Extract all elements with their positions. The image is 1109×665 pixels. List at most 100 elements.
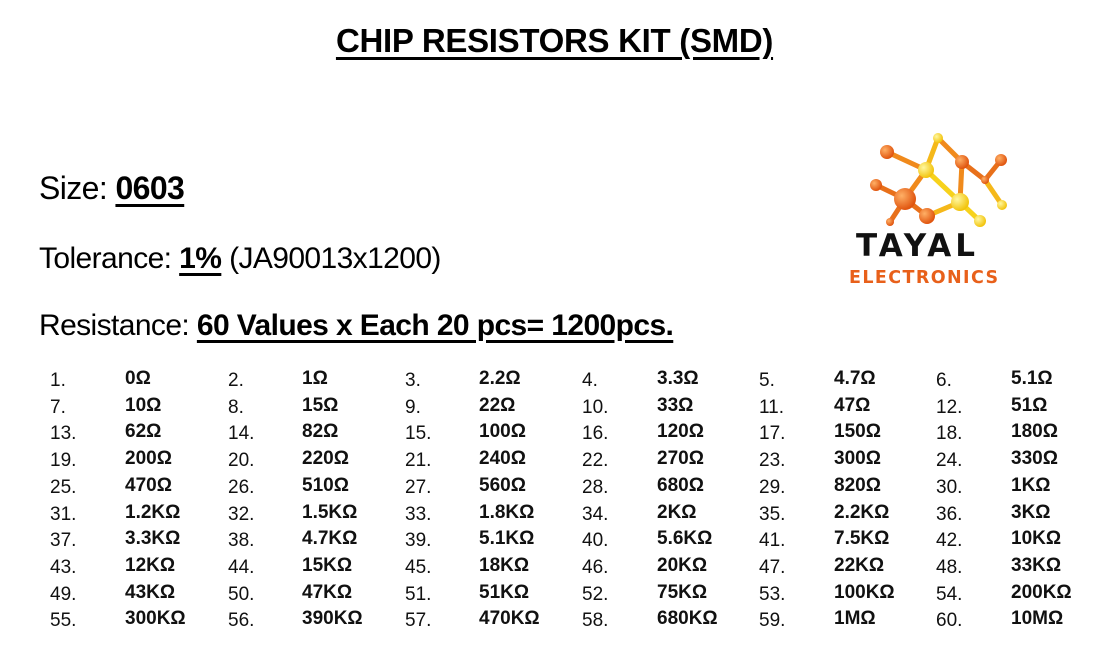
resistor-index: 7. [50, 396, 66, 418]
resistor-index: 35. [759, 503, 786, 525]
resistor-index: 56. [228, 610, 255, 632]
resistor-index: 13. [50, 423, 77, 445]
resistor-value: 82Ω [302, 421, 339, 443]
resistor-value: 2.2KΩ [834, 501, 890, 523]
resistor-value: 120Ω [657, 421, 704, 443]
resistor-index: 27. [405, 476, 432, 498]
size-value: 0603 [115, 170, 185, 206]
resistor-index: 49. [50, 583, 77, 605]
resistor-index: 29. [759, 476, 786, 498]
size-label: Size: [39, 170, 116, 206]
resistor-value: 15KΩ [302, 554, 353, 576]
resistor-value: 1.8KΩ [479, 501, 535, 523]
resistor-value: 2.2Ω [479, 368, 521, 389]
resistor-index: 23. [759, 450, 786, 472]
resistor-value: 47Ω [834, 394, 871, 416]
resistor-value: 5.6KΩ [657, 528, 713, 550]
resistor-index: 16. [582, 423, 609, 445]
resistor-index: 59. [759, 610, 786, 632]
resistor-index: 32. [228, 503, 255, 525]
resistor-value: 300KΩ [125, 608, 186, 630]
logo-brand-name: TAYAL [856, 228, 979, 264]
molecule-logo-icon [870, 133, 1007, 227]
resistor-index: 43. [50, 556, 77, 578]
resistor-value: 270Ω [657, 448, 704, 470]
spec-tolerance: Tolerance: 1% (JA90013x1200) [39, 242, 441, 276]
resistor-value: 3.3KΩ [125, 528, 181, 550]
resistor-index: 11. [759, 396, 785, 418]
resistor-value: 10MΩ [1011, 608, 1064, 630]
spec-size: Size: 0603 [39, 170, 185, 207]
resistor-value: 12KΩ [125, 554, 176, 576]
resistor-index: 20. [228, 450, 255, 472]
resistor-index: 8. [228, 396, 244, 418]
resistor-value: 22Ω [479, 394, 516, 416]
resistor-index: 31. [50, 503, 77, 525]
resistor-value: 5.1KΩ [479, 528, 535, 550]
resistor-value: 300Ω [834, 448, 881, 470]
resistor-index: 33. [405, 503, 432, 525]
resistor-index: 28. [582, 476, 609, 498]
resistor-index: 30. [936, 476, 963, 498]
resistor-index: 3. [405, 370, 421, 391]
resistor-value: 4.7Ω [834, 368, 876, 389]
resistor-value: 33Ω [657, 394, 694, 416]
resistor-index: 22. [582, 450, 609, 472]
resistor-value: 240Ω [479, 448, 526, 470]
resistance-value: 60 Values x Each 20 pcs= 1200pcs. [196, 309, 674, 342]
resistor-index: 57. [405, 610, 432, 632]
resistor-value: 4.7KΩ [302, 528, 358, 550]
resistor-index: 19. [50, 450, 77, 472]
resistor-value: 470KΩ [479, 608, 540, 630]
resistor-value: 510Ω [302, 474, 349, 496]
resistor-index: 2. [228, 370, 244, 391]
resistor-value: 680KΩ [657, 608, 718, 630]
resistor-value: 5.1Ω [1011, 368, 1053, 389]
resistor-index: 14. [228, 423, 255, 445]
resistor-value: 180Ω [1011, 421, 1058, 443]
resistor-index: 9. [405, 396, 421, 418]
resistor-value: 200Ω [125, 448, 172, 470]
resistor-index: 25. [50, 476, 77, 498]
resistor-index: 10. [582, 396, 609, 418]
resistor-index: 53. [759, 583, 786, 605]
resistor-index: 41. [759, 530, 786, 552]
resistor-index: 51. [405, 583, 432, 605]
resistor-index: 6. [936, 370, 952, 391]
resistor-value: 100KΩ [834, 581, 895, 603]
resistor-value: 1KΩ [1011, 474, 1051, 496]
resistor-value: 3KΩ [1011, 501, 1051, 523]
resistor-value: 10Ω [125, 394, 162, 416]
resistor-index: 42. [936, 530, 963, 552]
resistor-index: 17. [759, 423, 786, 445]
resistor-index: 24. [936, 450, 963, 472]
resistor-value: 51KΩ [479, 581, 530, 603]
resistor-value: 43KΩ [125, 581, 176, 603]
spec-resistance: Resistance: 60 Values x Each 20 pcs= 120… [39, 309, 674, 343]
resistor-value: 680Ω [657, 474, 704, 496]
resistor-index: 45. [405, 556, 432, 578]
resistor-index: 18. [936, 423, 963, 445]
resistor-value: 820Ω [834, 474, 881, 496]
resistor-value: 10KΩ [1011, 528, 1062, 550]
resistor-value: 3.3Ω [657, 368, 699, 389]
resistor-value: 47KΩ [302, 581, 353, 603]
resistor-index: 46. [582, 556, 609, 578]
resistor-value: 33KΩ [1011, 554, 1062, 576]
resistor-index: 15. [405, 423, 432, 445]
resistor-value: 100Ω [479, 421, 526, 443]
resistor-index: 54. [936, 583, 963, 605]
resistor-value: 220Ω [302, 448, 349, 470]
resistor-index: 60. [936, 610, 963, 632]
resistor-value: 330Ω [1011, 448, 1058, 470]
resistor-index: 44. [228, 556, 255, 578]
resistor-value: 62Ω [125, 421, 162, 443]
resistor-index: 48. [936, 556, 963, 578]
resistor-value: 390KΩ [302, 608, 363, 630]
tolerance-label: Tolerance: [39, 242, 180, 275]
resistor-index: 52. [582, 583, 609, 605]
tolerance-code: (JA90013x1200) [221, 242, 441, 275]
resistor-value: 1Ω [302, 368, 328, 389]
resistor-value: 75KΩ [657, 581, 708, 603]
resistor-index: 39. [405, 530, 432, 552]
